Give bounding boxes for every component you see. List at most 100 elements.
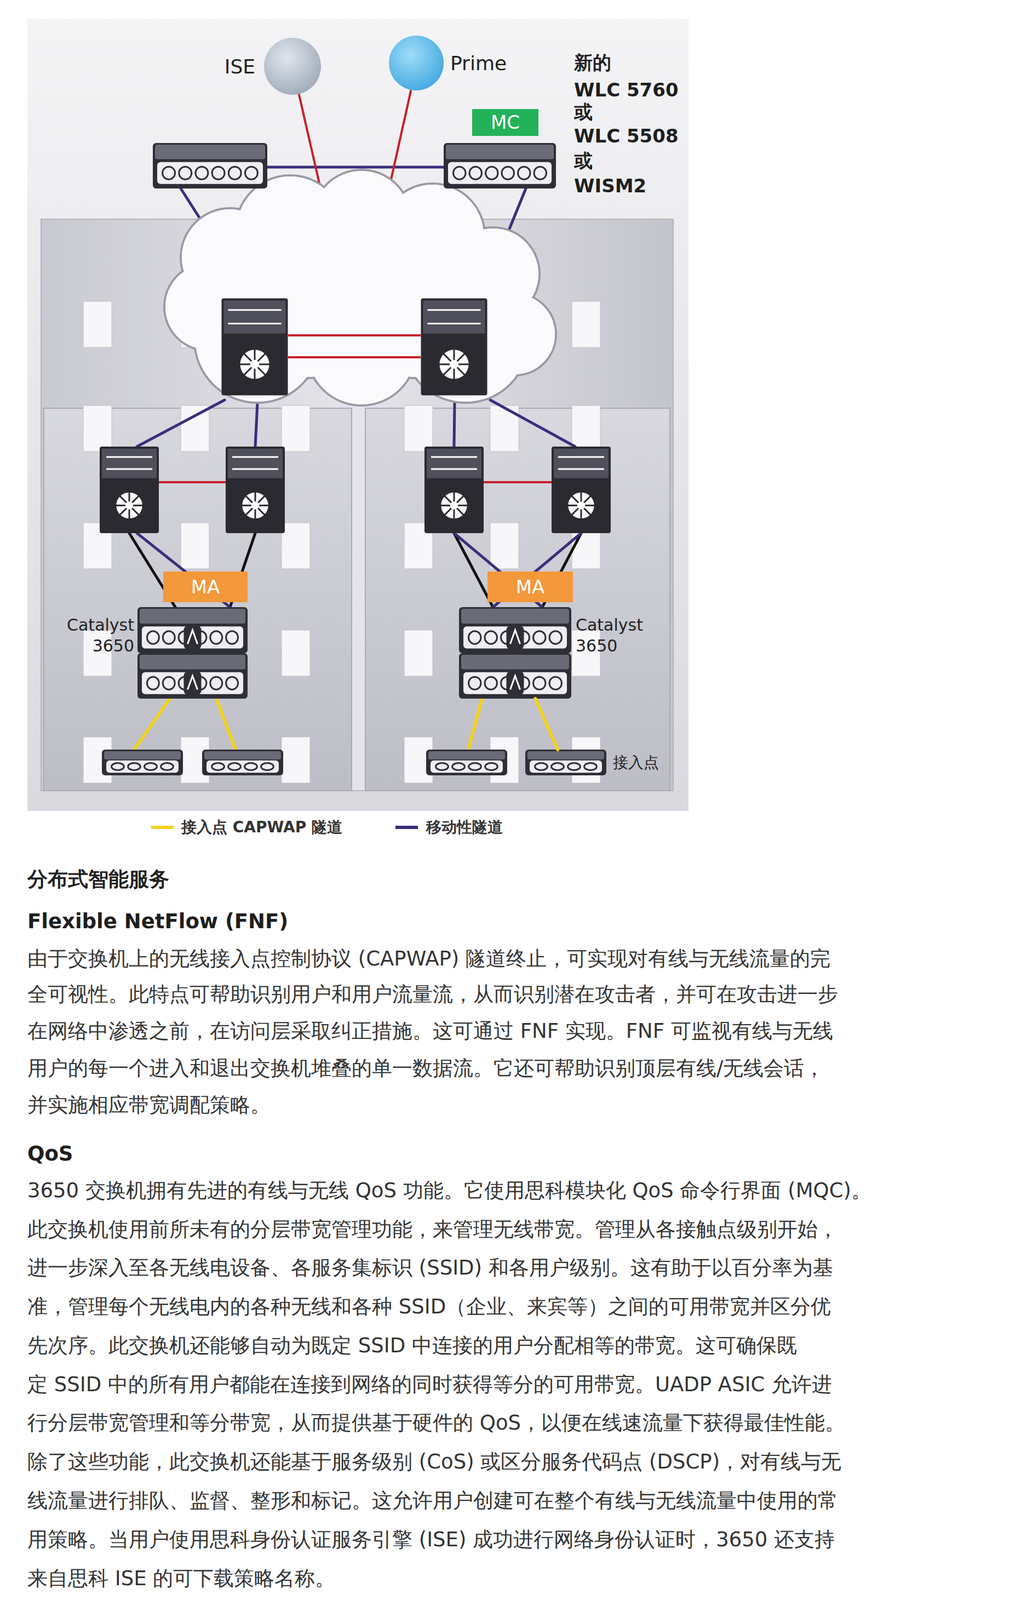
core-links [288,335,421,358]
switch-icon [137,652,248,699]
shape [259,504,273,507]
shape [453,487,456,502]
shape [527,750,605,760]
node-label: ISE [224,55,256,78]
shape [461,654,570,670]
legend-line [395,825,418,829]
core-switch-icon [551,446,611,533]
shape [440,350,452,361]
shape [424,446,484,533]
shape [254,509,257,524]
shape [533,676,546,690]
shape [441,492,452,503]
shape [144,762,158,770]
capwap-tunnel [535,698,558,750]
shape [549,676,562,690]
shape [187,675,198,690]
shape [116,492,127,503]
shape [461,608,570,624]
shape [426,448,482,479]
body-text: 除了这些功能，此交换机还能基于服务级别 (CoS) 或区分服务代码点 (DSCP… [27,1447,842,1476]
shape [549,630,562,645]
shape [226,676,239,690]
body-text: 进一步深入至各无线电设备、各服务集标识 (SSID) 和各用户级别。这有助于以百… [27,1253,834,1282]
shape [553,448,609,479]
section-heading: 分布式智能服务 [27,865,170,893]
shape [204,750,281,760]
shape [155,144,266,160]
shape [427,310,481,324]
shape [101,448,157,479]
node-label: Prime [450,52,507,75]
shape [457,367,469,379]
shape [456,507,467,518]
shape [510,675,521,690]
shape [558,456,605,469]
body-text: 由于交换机上的无线接入点控制协议 (CAPWAP) 隧道终止，可实现对有线与无线… [27,944,831,973]
server-icon: ISE [264,37,321,95]
shape [241,367,252,379]
shape [510,629,521,644]
shape [234,363,251,365]
shape [211,762,225,770]
shape [431,456,478,469]
body-text: 用户的每一个进入和退出交换机堆叠的单一数据流。它还可帮助识别顶层有线/无线会话， [27,1054,825,1082]
shape [533,630,546,645]
shape [501,166,514,180]
building-column [365,408,670,791]
shape [506,625,525,650]
shape [535,762,548,770]
shape [426,749,508,776]
shape [257,492,268,503]
window [83,405,112,452]
switch-stack: Catalyst 3650 [137,606,248,699]
body-text: 并实施相应带宽调配策略。 [27,1091,271,1119]
shape [210,630,223,645]
shape [563,504,578,507]
shape [453,344,456,360]
window [571,405,601,452]
building-column [43,408,352,791]
shape [211,166,225,180]
body-text: 定 SSID 中的所有用户都能在连接到网络的同时获得等分的可用带宽。UADP A… [27,1370,833,1398]
shape [448,162,552,185]
node-label: 接入点 [612,752,659,773]
switch-icon [152,142,268,189]
switch-icon [525,749,607,776]
shape [162,630,175,645]
shape [226,630,239,645]
shape [228,762,242,770]
shape [128,509,131,524]
window [490,522,519,569]
shape [580,487,583,502]
window [571,301,601,348]
shape [254,368,256,384]
shape [583,492,594,503]
shape [484,630,497,645]
shape [436,504,451,507]
shape [456,492,467,503]
switch-icon [459,652,572,699]
shape [440,367,452,379]
shape [259,363,275,365]
backdrop [27,18,689,811]
device-name: 或 [574,99,593,125]
network-cloud [164,169,556,406]
shape [506,670,525,695]
legend-text: 移动性隧道 [426,816,503,838]
agent-box: MA [163,571,248,602]
shape [137,652,248,699]
window [404,629,433,676]
device-name: 或 [574,148,593,174]
shape [257,350,269,361]
tunnels [129,90,582,750]
shape [106,760,179,773]
body-text: 先次序。此交换机还能够自动为既定 SSID 中连接的用户分配相等的带宽。这可确保… [27,1331,797,1359]
legend-line [151,825,174,829]
access-point: 接入点 [525,749,607,776]
shape [423,300,486,334]
shape [458,363,474,365]
shape [244,166,258,180]
shape [104,750,181,760]
shape [157,162,263,185]
